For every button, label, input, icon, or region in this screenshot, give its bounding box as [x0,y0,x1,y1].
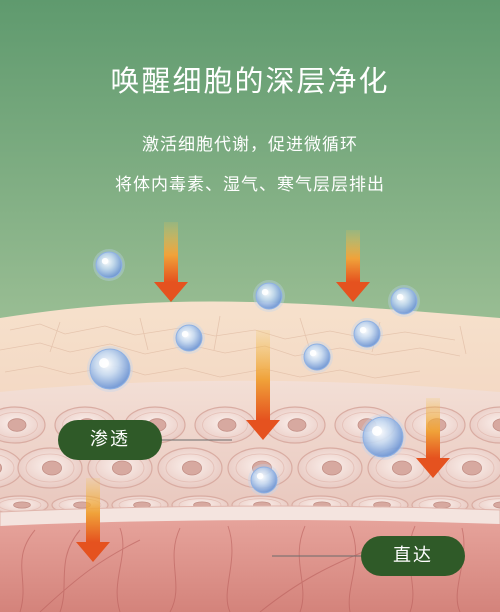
direct-label: 直达 [361,536,465,576]
skin-cell [0,406,46,444]
flow-arrow [154,222,188,302]
nutrient-bubble [351,318,383,350]
nutrient-bubble [87,346,133,392]
nutrient-bubble [360,414,406,460]
skin-cell [157,447,223,489]
nutrient-bubble [388,285,420,317]
flow-arrow [246,330,280,440]
skin-cell [264,406,326,444]
skin-cell [194,406,256,444]
page-title: 唤醒细胞的深层净化 [110,64,390,98]
penetrate-label: 渗透 [58,420,162,460]
nutrient-bubble [93,249,125,281]
nutrient-bubble [253,280,285,312]
nutrient-bubble [301,341,333,373]
nutrient-bubble [248,464,280,496]
subtitle-line-2: 将体内毒素、湿气、寒气层层排出 [115,175,385,195]
skin-cell [17,447,83,489]
skin-cell [437,447,500,489]
skin-cell [0,495,49,515]
subtitle-line-1: 激活细胞代谢，促进微循环 [142,135,358,155]
skin-cell [297,447,363,489]
flow-arrow [76,478,110,562]
nutrient-bubble [173,322,205,354]
skin-cell [469,406,500,444]
flow-arrow [416,398,450,478]
flow-arrow [336,230,370,302]
